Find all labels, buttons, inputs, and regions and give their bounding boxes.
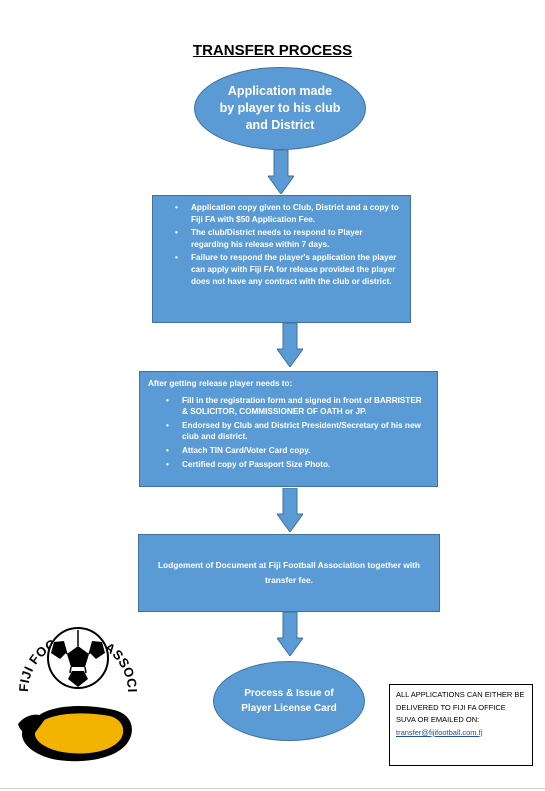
list-item: Endorsed by Club and District President/… [148, 420, 427, 443]
list-item: Certified copy of Passport Size Photo. [148, 459, 427, 471]
fiji-fa-logo: FIJI FOOTBALL ASSOCIATION [8, 596, 140, 762]
list-item: Application copy given to Club, District… [167, 202, 400, 225]
list-item: Fill in the registration form and signed… [148, 395, 427, 418]
list-item: Attach TIN Card/Voter Card copy. [148, 445, 427, 457]
arrow-down-icon [277, 612, 303, 656]
arrow-down-icon [268, 150, 294, 194]
list-item: Failure to respond the player's applicat… [167, 252, 400, 287]
football-icon [47, 627, 109, 689]
note-text: ALL APPLICATIONS CAN EITHER BE DELIVERED… [396, 690, 525, 725]
step-heading: After getting release player needs to: [148, 379, 293, 388]
step-lodgement-text: Lodgement of Document at Fiji Football A… [157, 560, 421, 585]
page-title: TRANSFER PROCESS [192, 42, 353, 59]
step-lodgement: Lodgement of Document at Fiji Football A… [138, 534, 440, 612]
delivery-note: ALL APPLICATIONS CAN EITHER BE DELIVERED… [389, 684, 533, 766]
list-item: The club/District needs to respond to Pl… [167, 227, 400, 250]
step-submit-application: Application copy given to Club, District… [152, 195, 411, 323]
arrow-down-icon [277, 323, 303, 367]
step-after-release: After getting release player needs to: F… [139, 371, 438, 487]
start-node-text: Application made by player to his club a… [219, 84, 341, 132]
email-link[interactable]: transfer@fijifootball.com.fj [396, 727, 483, 737]
boot-shape [18, 706, 132, 762]
start-node: Application made by player to his club a… [194, 67, 366, 150]
end-node-text: Process & Issue of Player License Card [241, 688, 337, 714]
page-divider [0, 788, 545, 789]
arrow-down-icon [277, 488, 303, 532]
end-node: Process & Issue of Player License Card [213, 661, 365, 741]
